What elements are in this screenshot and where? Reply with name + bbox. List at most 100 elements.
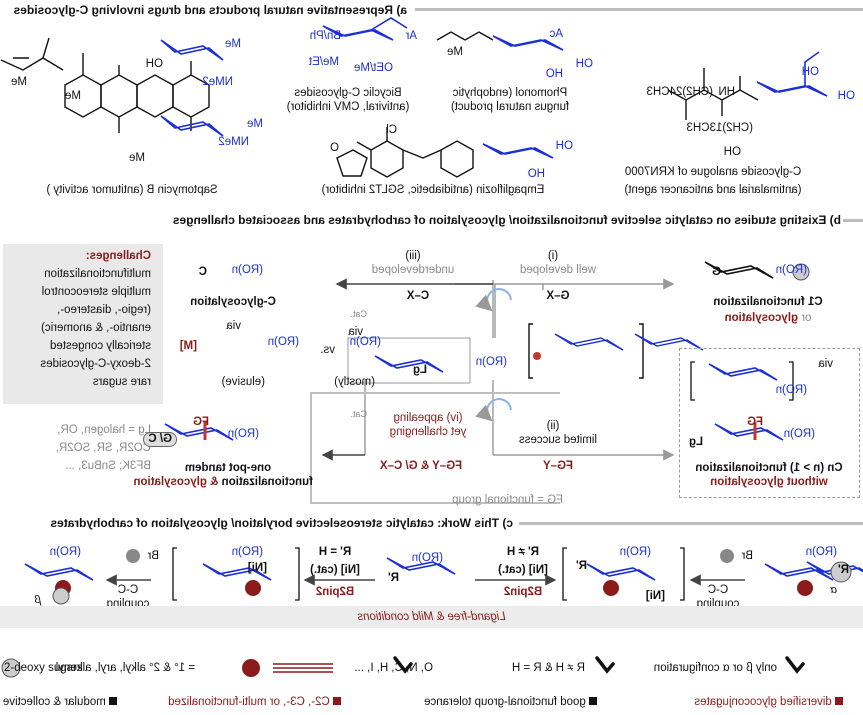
label-oh-krn2: OH: [837, 90, 855, 102]
ro-c5: (RO)n: [49, 546, 81, 558]
label-nme2: NMe2: [202, 76, 233, 88]
label-ch2-13: (CH2)13CH3: [686, 122, 753, 134]
left-cond-rprime: R' = H: [318, 546, 352, 558]
path-iii-ro2: (RO)n: [349, 336, 381, 348]
label-me-sapto3: Me: [65, 90, 81, 102]
path-iii-sugar: [704, 261, 774, 279]
path-iii-mostly: (mostly): [334, 376, 375, 388]
ro-c1: (RO)n: [805, 546, 837, 558]
path-iv-reagent-fg: FG–Y & G/ C–X: [379, 460, 463, 472]
label-ac: Ac: [549, 28, 563, 40]
challenge-3: (regio-, diastereo-,: [57, 304, 151, 316]
br-right: Br: [741, 550, 754, 562]
challenge-2: multiple stereocontrol: [41, 286, 151, 298]
label-ho-phom: HO: [545, 68, 563, 80]
path-iv-gc: G/ C: [143, 432, 177, 447]
label-ho-empa: HO: [527, 168, 545, 180]
path-iv-amp: &: [210, 476, 219, 488]
path-i-roman: (i): [547, 250, 559, 262]
path-iv-fg: FG: [193, 416, 209, 428]
label-oh-phom: OH: [575, 58, 593, 70]
feature-2-text: C2-, C3-, or multi-functionalized: [168, 696, 330, 708]
challenges-box: Challenges: multifunctionalization multi…: [3, 244, 163, 404]
path-iii-metal: [M]: [179, 340, 197, 352]
alpha-sym: α: [830, 584, 837, 596]
path-i-glyc: or glycosylation: [683, 312, 853, 325]
label-oh-krn3: OH: [801, 66, 819, 78]
krn7000-structure: [667, 68, 759, 120]
krn7000-desc: (antimalarial and anticancer agent): [624, 184, 802, 196]
path-iv-frame: [310, 392, 560, 504]
feature-1-text: modular & collective: [2, 696, 106, 708]
bicyclic-structure: [322, 17, 408, 41]
label-hn: HN: [718, 86, 735, 98]
path-iv-glyc: glycosylation: [133, 476, 207, 488]
path-i-glyc-word: glycosylation: [724, 312, 799, 324]
cat-cycle: [475, 288, 512, 422]
label-me-sug2: Me: [247, 118, 263, 130]
path-ii-sugar: [708, 363, 784, 441]
ro-c4: (RO)n: [231, 546, 263, 558]
bicyclic-label: Bicyclic C-glycosides: [294, 87, 402, 99]
label-oh-krn: OH: [723, 146, 741, 158]
cat-top: Cat.: [350, 309, 367, 319]
path-iv-func: functionalization: [221, 476, 313, 488]
challenge-5: sterically congested: [50, 340, 151, 352]
lg-note-2: CO2R, SR, SO2R,: [55, 442, 151, 454]
path-ii-ro: (RO)n: [783, 428, 815, 440]
label-me-sapto2: Me: [11, 76, 27, 88]
right-cond-b2pin2: B2pin2: [503, 586, 543, 598]
label-me-sug: Me: [225, 38, 241, 50]
challenge-7: rare sugars: [92, 376, 151, 388]
legend-b-text: O, N, C, H, I, ...: [354, 662, 433, 674]
right-cond-cat: [Ni] (cat.): [498, 564, 548, 576]
path-iii-status: underdeveloped: [371, 264, 455, 276]
path-iv-product: one-pot tandem: [184, 462, 272, 474]
path-ii-product: Cn (n > 1) functionalization: [695, 462, 843, 474]
rprime-1: R': [837, 564, 849, 576]
empagliflozin-label: Empagliflozin (antidiabetic, SGLT2 inhib…: [321, 184, 545, 196]
feature-2: C2-, C3-, or multi-functionalized: [168, 696, 345, 709]
ro-c3: (RO)n: [411, 552, 443, 564]
two-deoxy-label: 2-deoxy sugars: [4, 662, 83, 674]
label-me-sapto: Me: [129, 152, 145, 164]
center-lg: Lg: [412, 364, 427, 376]
path-iv-num: (iv): [446, 412, 463, 424]
path-iii-reagent: C–X: [406, 290, 430, 302]
phomonol-structure: [492, 35, 564, 51]
path-iii-vs: vs.: [320, 344, 335, 356]
lg-note-3: BF3K; SnBu3, ...: [65, 460, 151, 472]
label-ar: Ar: [405, 30, 418, 42]
path-iv-reagent: FG–Y & G/ C–X: [351, 460, 491, 473]
phomonol-desc: fungus natural product): [450, 101, 570, 113]
path-ii-fg: FG: [747, 416, 763, 428]
left-cond-cat: [Ni] (cat.): [310, 564, 360, 576]
saptomycin-label: Saptomycin B (antitumor activity ): [46, 184, 218, 196]
label-cl: Cl: [386, 124, 397, 136]
saptomycin-sugars: [160, 39, 224, 137]
label-oh-empa: OH: [555, 140, 573, 152]
feature-1-square: [109, 697, 117, 705]
path-iv-ro: (RO)n: [227, 428, 259, 440]
section-c-sugars: [24, 557, 863, 581]
path-ii-without: without glycosylation: [710, 476, 828, 488]
path-iv-status1: appealing: [393, 412, 444, 424]
challenges-title: Challenges:: [85, 250, 151, 262]
path-i-g: G: [712, 266, 721, 278]
path-iii-via2: via: [226, 320, 241, 332]
br-left: Br: [147, 550, 160, 562]
path-iii-elusive: (elusive): [221, 376, 265, 388]
ni-right: [Ni]: [645, 590, 665, 602]
check1-text: R ≠ H & R = H: [511, 662, 585, 674]
bicyclic-desc: (antiviral, CMV inhibitor): [286, 101, 410, 113]
challenge-6: 2-deoxy-C-glycosides: [40, 358, 151, 370]
path-iv-status2: yet challenging: [389, 426, 467, 438]
label-meet: Me/Et: [308, 56, 339, 68]
path-ii-via: via: [818, 358, 833, 370]
feature-4: diversified glycoconjugates: [694, 696, 847, 709]
path-iii-c: C: [198, 266, 207, 278]
feature-4-square: [835, 697, 843, 705]
path-i-ro: (RO)n: [775, 264, 807, 276]
path-iv-roman: (iv) appealing: [363, 412, 493, 425]
